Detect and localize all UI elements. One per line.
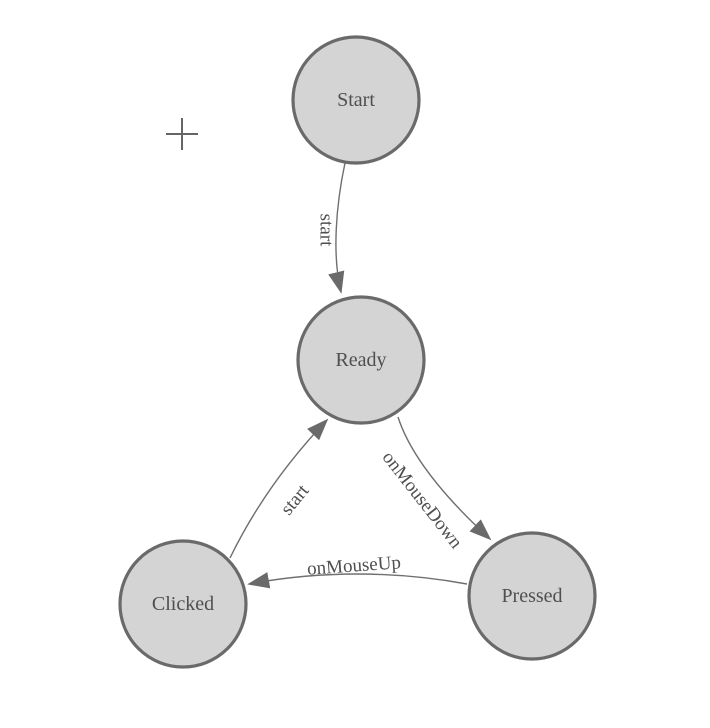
node-label-pressed: Pressed [501, 585, 562, 607]
node-circle[interactable] [296, 295, 426, 425]
node-circle[interactable] [467, 531, 597, 661]
edge-line[interactable] [247, 572, 468, 589]
node-label-start: Start [337, 89, 375, 111]
edge-line[interactable] [397, 416, 492, 541]
node-label-clicked: Clicked [152, 593, 214, 615]
node-circle[interactable] [118, 539, 248, 669]
edge-ready-to-pressed[interactable]: onMouseDown [378, 416, 492, 553]
node-start[interactable]: Start [291, 35, 421, 165]
edge-label-start: start [277, 480, 314, 519]
node-label-ready: Ready [335, 349, 386, 371]
crosshair-cursor-icon [166, 118, 198, 150]
node-circle[interactable] [291, 35, 421, 165]
edge-pressed-to-clicked[interactable]: onMouseUp [247, 552, 468, 589]
edge-label-onmouseup: onMouseUp [306, 552, 401, 580]
edge-label-start: start [316, 214, 337, 247]
node-pressed[interactable]: Pressed [467, 531, 597, 661]
edge-start-to-ready[interactable]: start [316, 162, 346, 294]
edge-line[interactable] [229, 418, 329, 559]
edge-line[interactable] [328, 162, 346, 294]
edge-clicked-to-ready[interactable]: start [229, 418, 329, 559]
node-clicked[interactable]: Clicked [118, 539, 248, 669]
node-ready[interactable]: Ready [296, 295, 426, 425]
